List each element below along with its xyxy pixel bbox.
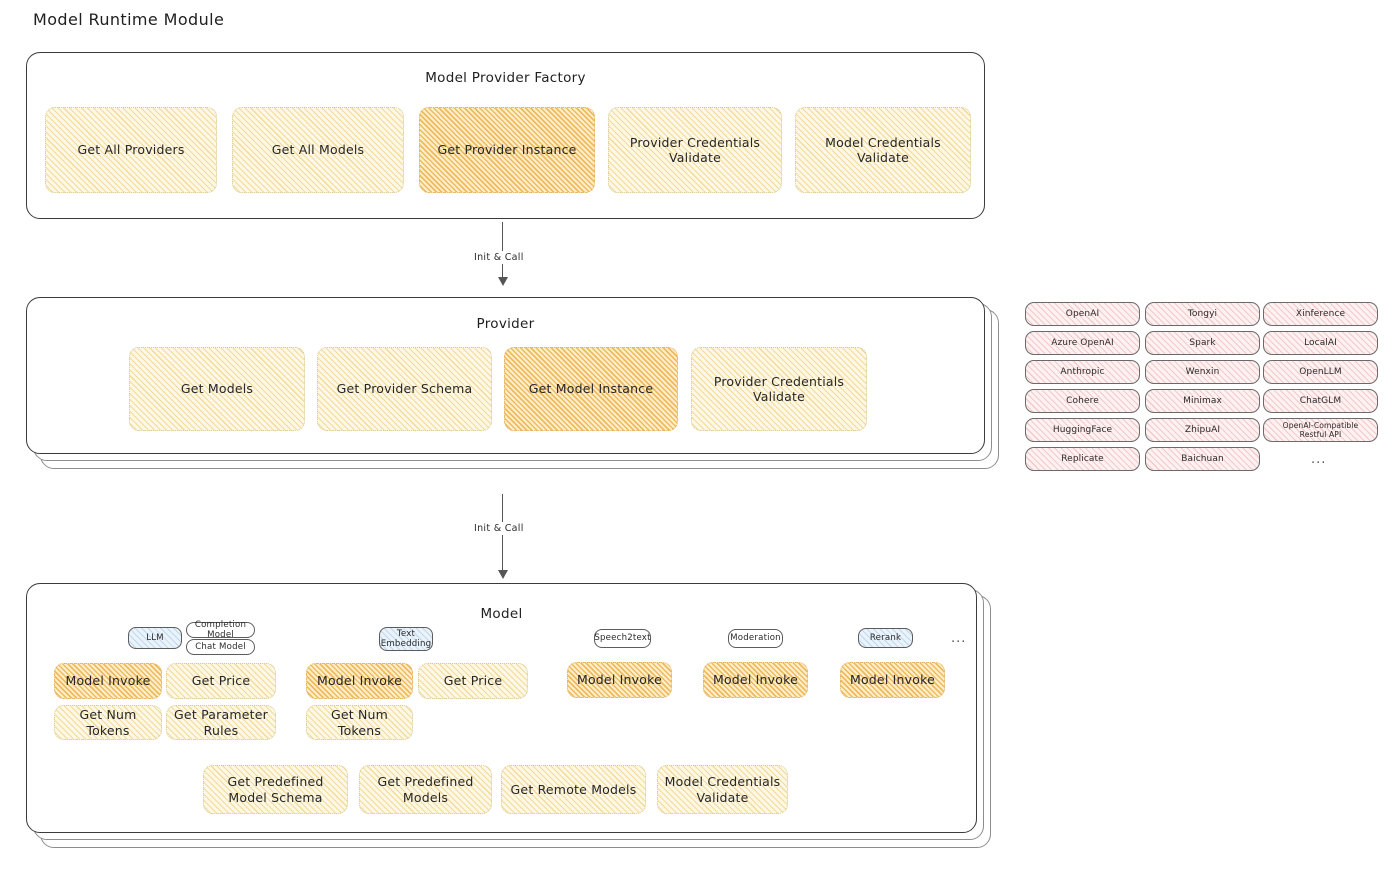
- provider-chip-xinference[interactable]: Xinference: [1263, 302, 1378, 326]
- provider-chip-huggingface[interactable]: HuggingFace: [1025, 418, 1140, 442]
- provider-chip-openai[interactable]: OpenAI: [1025, 302, 1140, 326]
- factory-node-get-provider-instance[interactable]: Get Provider Instance: [419, 107, 595, 193]
- model-title: Model: [480, 606, 523, 622]
- provider-list-more-ellipsis: ...: [1311, 452, 1327, 467]
- model-shared-node-get-remote-models[interactable]: Get Remote Models: [501, 765, 646, 814]
- model-node-text-embedding-get-price[interactable]: Get Price: [418, 663, 528, 699]
- model-node-llm-get-price[interactable]: Get Price: [166, 663, 276, 699]
- provider-chip-zhipuai[interactable]: ZhipuAI: [1145, 418, 1260, 442]
- model-subtag-chat-model[interactable]: Chat Model: [186, 639, 255, 655]
- model-shared-node-get-predefined-model-schema[interactable]: Get Predefined Model Schema: [203, 765, 348, 814]
- provider-node-get-model-instance[interactable]: Get Model Instance: [504, 347, 678, 431]
- page-title: Model Runtime Module: [33, 10, 225, 29]
- model-type-tag-moderation[interactable]: Moderation: [728, 629, 783, 648]
- provider-chip-baichuan[interactable]: Baichuan: [1145, 447, 1260, 471]
- provider-node-get-models[interactable]: Get Models: [129, 347, 305, 431]
- provider-chip-minimax[interactable]: Minimax: [1145, 389, 1260, 413]
- factory-node-provider-credentials-validate[interactable]: Provider Credentials Validate: [608, 107, 782, 193]
- model-node-llm-model-invoke[interactable]: Model Invoke: [54, 663, 162, 699]
- provider-title: Provider: [476, 316, 535, 332]
- provider-chip-openllm[interactable]: OpenLLM: [1263, 360, 1378, 384]
- model-types-more-ellipsis: ...: [951, 631, 967, 646]
- provider-chip-chatglm[interactable]: ChatGLM: [1263, 389, 1378, 413]
- model-type-tag-text-embedding[interactable]: Text Embedding: [379, 627, 433, 651]
- model-shared-node-model-credentials-validate[interactable]: Model Credentials Validate: [657, 765, 788, 814]
- model-node-text-embedding-get-num-tokens[interactable]: Get Num Tokens: [306, 705, 413, 740]
- model-type-tag-llm[interactable]: LLM: [128, 627, 182, 649]
- model-node-moderation-model-invoke[interactable]: Model Invoke: [703, 662, 808, 698]
- provider-chip-tongyi[interactable]: Tongyi: [1145, 302, 1260, 326]
- model-node-text-embedding-model-invoke[interactable]: Model Invoke: [306, 663, 413, 699]
- provider-chip-spark[interactable]: Spark: [1145, 331, 1260, 355]
- provider-chip-cohere[interactable]: Cohere: [1025, 389, 1140, 413]
- model-shared-node-get-predefined-models[interactable]: Get Predefined Models: [359, 765, 492, 814]
- arrow-1-label: Init & Call: [470, 251, 528, 264]
- model-node-llm-get-parameter-rules[interactable]: Get Parameter Rules: [166, 705, 276, 740]
- factory-node-model-credentials-validate[interactable]: Model Credentials Validate: [795, 107, 971, 193]
- factory-title: Model Provider Factory: [425, 70, 586, 86]
- arrow-2-label: Init & Call: [470, 522, 528, 535]
- provider-chip-localai[interactable]: LocalAI: [1263, 331, 1378, 355]
- model-type-tag-rerank[interactable]: Rerank: [858, 628, 913, 648]
- model-node-speech2text-model-invoke[interactable]: Model Invoke: [567, 662, 672, 698]
- provider-chip-wenxin[interactable]: Wenxin: [1145, 360, 1260, 384]
- provider-chip-replicate[interactable]: Replicate: [1025, 447, 1140, 471]
- factory-node-get-all-models[interactable]: Get All Models: [232, 107, 404, 193]
- provider-chip-azure-openai[interactable]: Azure OpenAI: [1025, 331, 1140, 355]
- arrow-1-head: [498, 277, 508, 286]
- arrow-2-head: [498, 570, 508, 579]
- model-subtag-completion-model[interactable]: Completion Model: [186, 620, 255, 640]
- provider-node-get-provider-schema[interactable]: Get Provider Schema: [317, 347, 492, 431]
- provider-node-provider-credentials-validate[interactable]: Provider Credentials Validate: [691, 347, 867, 431]
- model-type-tag-speech2text[interactable]: Speech2text: [594, 629, 651, 648]
- model-node-rerank-model-invoke[interactable]: Model Invoke: [840, 662, 945, 698]
- factory-node-get-all-providers[interactable]: Get All Providers: [45, 107, 217, 193]
- provider-chip-anthropic[interactable]: Anthropic: [1025, 360, 1140, 384]
- model-node-llm-get-num-tokens[interactable]: Get Num Tokens: [54, 705, 162, 740]
- provider-chip-openai-compatible-restful-api[interactable]: OpenAI-Compatible Restful API: [1263, 418, 1378, 442]
- arrow-2-line: [502, 494, 504, 576]
